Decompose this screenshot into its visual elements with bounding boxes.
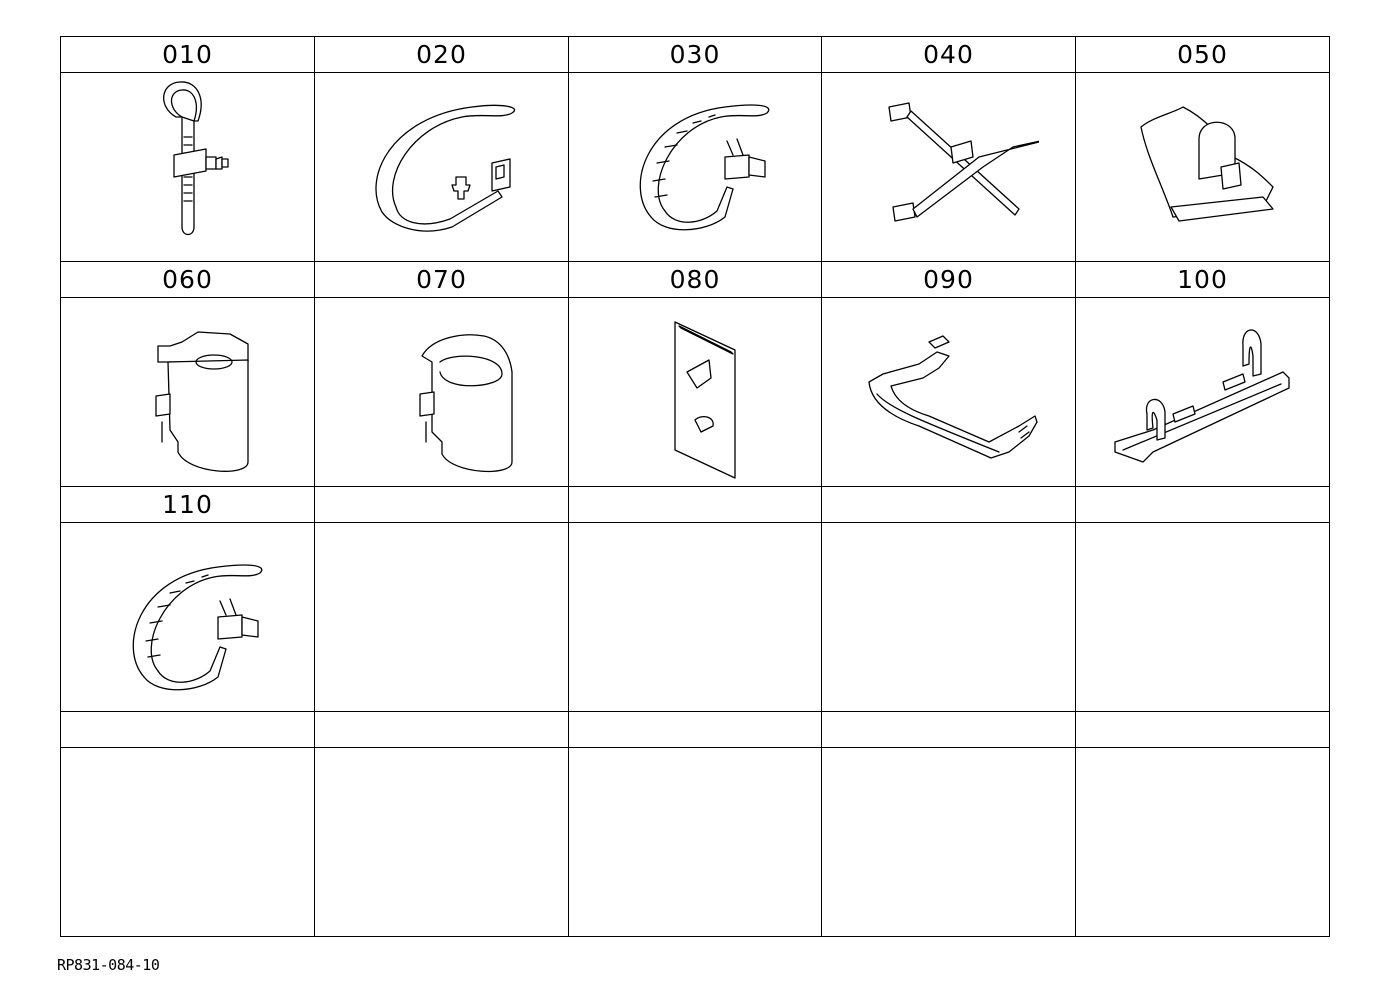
part-image-cell <box>568 72 822 262</box>
bracket-clamp-icon <box>867 335 1038 459</box>
image-row <box>60 297 1330 487</box>
empty-image-cell <box>60 747 315 937</box>
part-image-cell <box>821 297 1076 487</box>
part-number-cell: 020 <box>314 36 569 73</box>
serrated-band-clamp-with-clip-icon <box>639 104 770 231</box>
part-image-cell <box>568 297 822 487</box>
empty-image-cell <box>568 522 822 712</box>
part-number-cell: 080 <box>568 261 822 298</box>
parts-catalog-table: 010 020 030 040 050 <box>60 36 1330 937</box>
part-image-cell <box>60 72 315 262</box>
part-image-cell <box>1075 72 1330 262</box>
part-image-cell <box>60 522 315 712</box>
empty-label-cell <box>1075 486 1330 523</box>
empty-label-cell <box>60 711 315 748</box>
part-number-cell: 040 <box>821 36 1076 73</box>
cable-tie-with-mounting-stud-icon <box>162 81 229 236</box>
label-row <box>60 711 1330 748</box>
hose-holder-clip-small-icon <box>418 334 513 473</box>
dome-nut-clip-icon <box>1139 106 1274 222</box>
serrated-band-clamp-with-clip-icon <box>132 564 262 691</box>
part-image-cell <box>821 72 1076 262</box>
empty-label-cell <box>821 711 1076 748</box>
empty-image-cell <box>821 522 1076 712</box>
part-number-cell: 070 <box>314 261 569 298</box>
empty-image-cell <box>821 747 1076 937</box>
crossed-cable-ties-icon <box>887 102 1039 222</box>
part-number-cell: 090 <box>821 261 1076 298</box>
empty-image-cell <box>1075 747 1330 937</box>
part-image-cell <box>314 72 569 262</box>
part-number-cell: 010 <box>60 36 315 73</box>
empty-image-cell <box>314 522 569 712</box>
part-image-cell <box>1075 297 1330 487</box>
image-row <box>60 72 1330 262</box>
part-number-cell: 100 <box>1075 261 1330 298</box>
image-row <box>60 522 1330 712</box>
empty-label-cell <box>314 711 569 748</box>
hose-holder-clip-icon <box>154 331 249 472</box>
strap-clamp-with-push-pin-icon <box>374 104 515 232</box>
empty-label-cell <box>314 486 569 523</box>
empty-image-cell <box>314 747 569 937</box>
part-number-cell: 030 <box>568 36 822 73</box>
label-row: 010 020 030 040 050 <box>60 36 1330 73</box>
empty-label-cell <box>568 486 822 523</box>
part-number-cell: 050 <box>1075 36 1330 73</box>
empty-label-cell <box>568 711 822 748</box>
part-number-cell: 060 <box>60 261 315 298</box>
label-row: 060 070 080 090 100 <box>60 261 1330 298</box>
image-row <box>60 747 1330 937</box>
drawing-reference-number: RP831-084-10 <box>57 956 160 974</box>
double-spring-clip-rail-icon <box>1113 329 1290 463</box>
part-image-cell <box>314 297 569 487</box>
empty-image-cell <box>568 747 822 937</box>
empty-image-cell <box>1075 522 1330 712</box>
part-number-cell: 110 <box>60 486 315 523</box>
empty-label-cell <box>1075 711 1330 748</box>
part-image-cell <box>60 297 315 487</box>
label-row: 110 <box>60 486 1330 523</box>
adhesive-mount-plate-icon <box>674 321 736 479</box>
empty-label-cell <box>821 486 1076 523</box>
